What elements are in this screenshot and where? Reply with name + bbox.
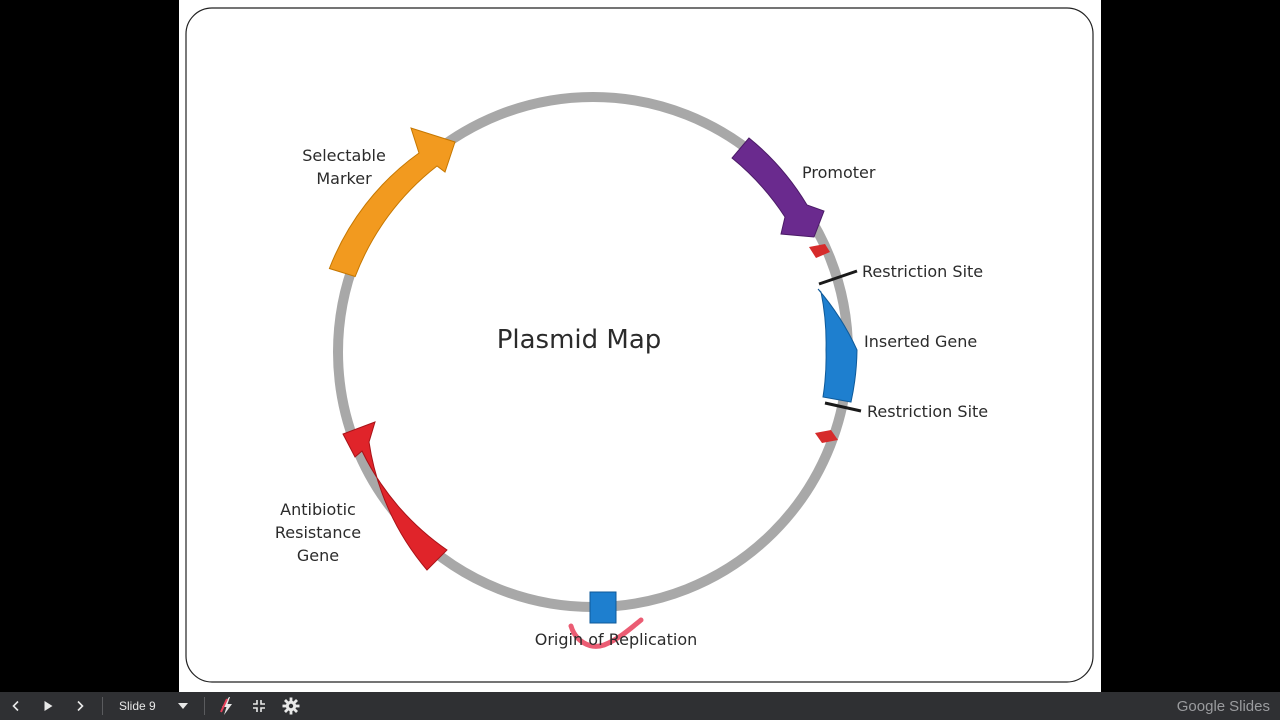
label-selectable-marker-line2: Marker [316,169,372,188]
label-antibiotic-line1: Antibiotic [280,500,356,519]
label-antibiotic-line2: Resistance [275,523,361,542]
restriction-site-tick-top [818,269,858,286]
next-slide-button[interactable] [64,692,96,720]
restriction-marker-top [809,244,830,258]
laser-pointer-button[interactable] [211,692,243,720]
slide-canvas: Plasmid Map Selectable Marker Promoter R… [179,0,1101,692]
label-restriction-site-bottom: Restriction Site [867,402,988,421]
toolbar-divider [102,697,103,715]
origin-of-replication-block [589,591,617,624]
toolbar-divider [203,697,205,715]
diagram-title: Plasmid Map [497,325,662,355]
chevron-left-icon [12,700,19,712]
plasmid-map-diagram: Plasmid Map Selectable Marker Promoter R… [185,7,1094,683]
slide-selector-dropdown[interactable]: Slide 9 [109,692,198,720]
play-button[interactable] [32,692,64,720]
restriction-site-tick-bottom [824,401,862,413]
promoter-arrow [731,137,825,238]
chevron-right-icon [77,700,84,712]
pen-annotation-stroke [568,617,644,649]
settings-button[interactable] [275,692,307,720]
label-antibiotic-line3: Gene [297,546,339,565]
previous-slide-button[interactable] [0,692,32,720]
selectable-marker-arrow [328,127,456,278]
label-origin-of-replication: Origin of Replication [535,630,698,649]
slide-frame [185,7,1094,683]
restriction-marker-bottom [815,430,838,443]
brand-name: Google [1176,697,1226,715]
dropdown-caret-icon [177,703,188,709]
slide-selector-label: Slide 9 [119,699,156,713]
label-restriction-site-top: Restriction Site [862,262,983,281]
label-promoter: Promoter [802,163,876,182]
exit-fullscreen-icon [252,700,265,712]
play-icon [44,701,53,711]
label-selectable-marker-line1: Selectable [302,146,386,165]
presentation-toolbar: Slide 9 [0,692,1280,720]
label-inserted-gene: Inserted Gene [864,332,977,351]
brand-product: Slides [1229,697,1270,715]
google-slides-logo: Google Slides [1177,692,1270,720]
laser-pointer-icon [219,697,232,715]
antibiotic-resistance-arrow [342,421,448,571]
gear-icon [282,697,300,715]
inserted-gene-block [817,288,858,403]
exit-fullscreen-button[interactable] [243,692,275,720]
